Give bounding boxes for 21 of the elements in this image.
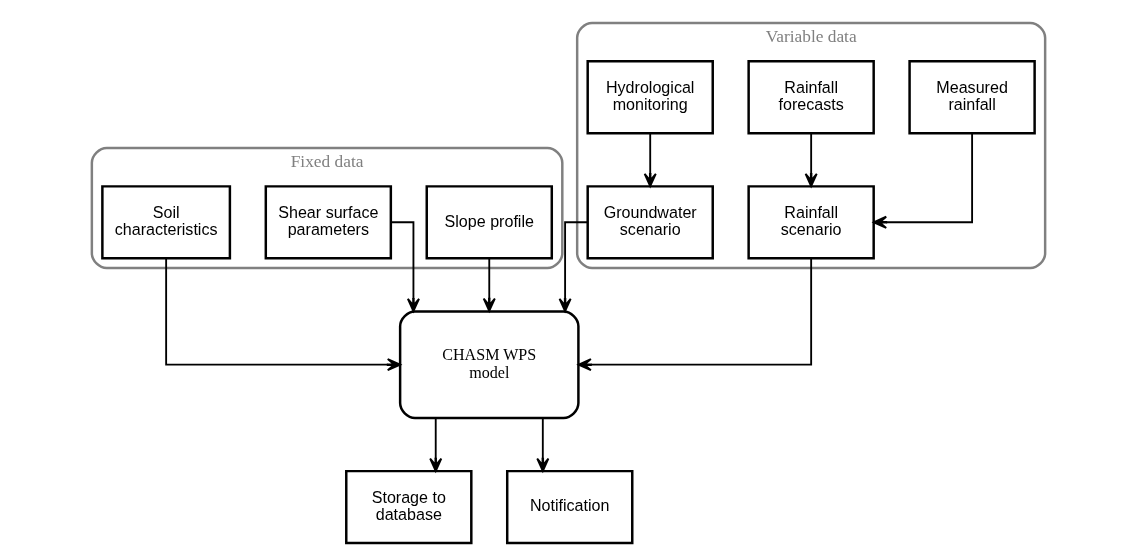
- node-box: CHASM WPS model: [398, 310, 580, 420]
- arrow: [536, 417, 550, 472]
- node-box: Rainfall forecasts: [747, 60, 875, 135]
- arrow: [872, 132, 974, 229]
- arrow: [482, 257, 496, 312]
- arrow: [165, 257, 402, 372]
- node-box: Notification: [506, 469, 634, 545]
- arrow: [558, 221, 589, 313]
- node-box: Storage to database: [345, 469, 473, 545]
- node-box: Hydrological monitoring: [586, 60, 714, 135]
- arrow: [429, 417, 443, 472]
- arrow: [577, 257, 813, 372]
- node-box: Soil characteristics: [101, 185, 232, 260]
- node-box: Groundwater scenario: [586, 185, 714, 260]
- node-box: Measured rainfall: [908, 60, 1036, 135]
- node-box: Slope profile: [425, 185, 554, 260]
- arrow: [804, 132, 818, 188]
- node-box: Rainfall scenario: [747, 185, 875, 260]
- arrow: [643, 132, 657, 188]
- node-box: Shear surface parameters: [264, 185, 393, 260]
- arrow: [390, 221, 420, 313]
